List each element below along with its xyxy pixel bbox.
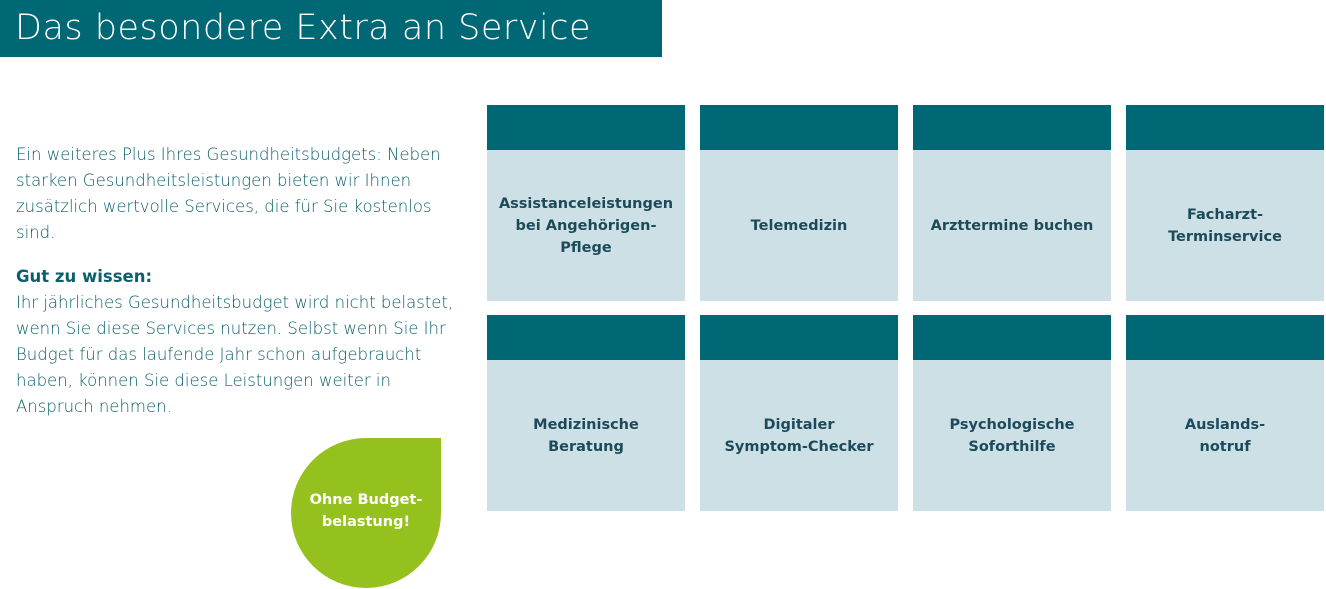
tile-body: Digitaler Symptom-Checker bbox=[700, 360, 898, 511]
tile-body: Psychologische Soforthilfe bbox=[913, 360, 1111, 511]
service-tile-assistance[interactable]: Assistanceleistungen bei Angehörigen- Pf… bbox=[487, 105, 685, 301]
tile-header bbox=[487, 105, 685, 150]
service-label: Auslands- notruf bbox=[1184, 416, 1266, 455]
good-to-know-heading: Gut zu wissen: bbox=[16, 267, 153, 286]
service-tile-auslandsnotruf[interactable]: Auslands- notruf bbox=[1126, 315, 1324, 511]
intro-text: Ein weiteres Plus Ihres Gesundheitsbudge… bbox=[16, 145, 441, 242]
tile-header bbox=[700, 105, 898, 150]
tile-header bbox=[700, 315, 898, 360]
tile-header bbox=[913, 105, 1111, 150]
service-tile-telemedizin[interactable]: Telemedizin bbox=[700, 105, 898, 301]
tile-header bbox=[913, 315, 1111, 360]
budget-badge-label: Ohne Budget- belastung! bbox=[309, 492, 423, 530]
service-label: Arzttermine buchen bbox=[930, 217, 1094, 234]
title-banner: Das besondere Extra an Service bbox=[0, 0, 662, 57]
service-label: Digitaler Symptom-Checker bbox=[724, 416, 874, 455]
page-title: Das besondere Extra an Service bbox=[15, 8, 591, 48]
tile-body: Medizinische Beratung bbox=[487, 360, 685, 511]
service-tile-arzttermine[interactable]: Arzttermine buchen bbox=[913, 105, 1111, 301]
tile-body: Facharzt- Terminservice bbox=[1126, 150, 1324, 301]
tile-body: Telemedizin bbox=[700, 150, 898, 301]
service-tile-symptom-checker[interactable]: Digitaler Symptom-Checker bbox=[700, 315, 898, 511]
tile-body: Arzttermine buchen bbox=[913, 150, 1111, 301]
service-label: Telemedizin bbox=[750, 217, 848, 234]
budget-badge: Ohne Budget- belastung! bbox=[291, 438, 441, 588]
service-tile-facharzt[interactable]: Facharzt- Terminservice bbox=[1126, 105, 1324, 301]
tile-body: Auslands- notruf bbox=[1126, 360, 1324, 511]
service-tile-beratung[interactable]: Medizinische Beratung bbox=[487, 315, 685, 511]
service-label: Psychologische Soforthilfe bbox=[949, 416, 1075, 455]
good-to-know-text: Ihr jährliches Gesundheitsbudget wird ni… bbox=[16, 293, 454, 416]
tile-header bbox=[487, 315, 685, 360]
tile-body: Assistanceleistungen bei Angehörigen- Pf… bbox=[487, 150, 685, 301]
services-grid: Assistanceleistungen bei Angehörigen- Pf… bbox=[487, 105, 1324, 511]
tile-header bbox=[1126, 105, 1324, 150]
service-label: Medizinische Beratung bbox=[533, 416, 639, 455]
service-label: Facharzt- Terminservice bbox=[1168, 206, 1282, 245]
tile-header bbox=[1126, 315, 1324, 360]
service-tile-soforthilfe[interactable]: Psychologische Soforthilfe bbox=[913, 315, 1111, 511]
service-label: Assistanceleistungen bei Angehörigen- Pf… bbox=[498, 195, 674, 256]
